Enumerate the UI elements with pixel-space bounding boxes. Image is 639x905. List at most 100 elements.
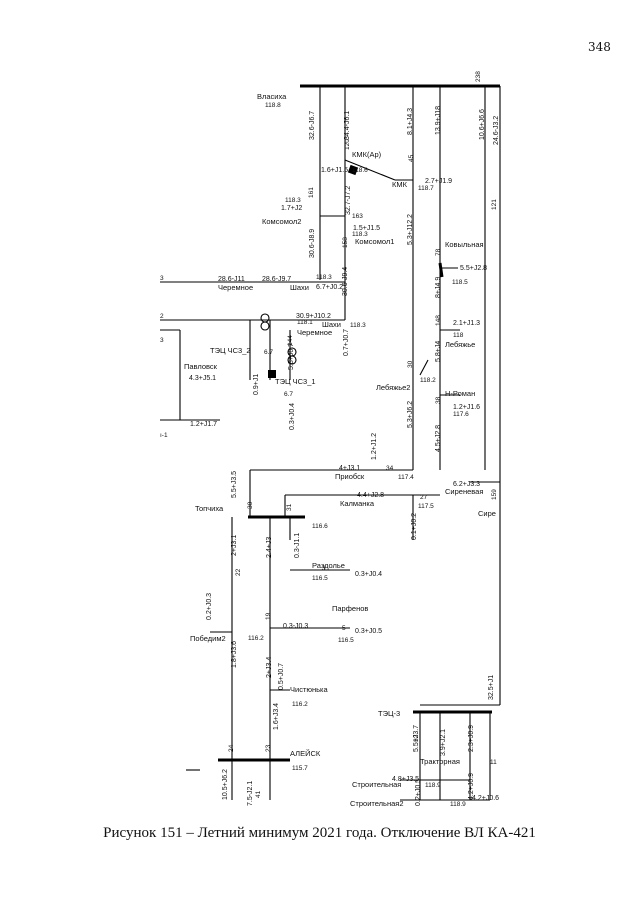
substation-topchikha-name: Топчиха [195,504,224,513]
substation-shakhi2-voltage: 118.1 [297,319,313,326]
substation-razdolye-voltage: 116.5 [312,575,328,582]
line-number: 161 [308,187,315,198]
flow-label: 5.5+J3.5 [231,471,238,498]
flow-label: 5.3+J12.2 [407,214,414,245]
line-number: 24 [228,744,235,752]
flow-label: 30.9+J10.2 [296,313,331,320]
grid-lines [160,86,501,801]
substation-parfenovo-name: Парфенов [332,604,368,613]
substation-lebyazhe-name: Лебяжье [445,340,475,349]
line-number: 159 [491,489,498,500]
substation-shakhi2-name: Шахи [322,320,341,329]
substation-aleysk-voltage: 115.7 [292,765,308,772]
flow-label: 5.5+J2.8 [460,265,487,272]
substation-chistyunka-voltage: 116.2 [292,701,308,708]
flow-label: 5.3+J6.2 [407,401,414,428]
substation-tec3-name: ТЭЦ-3 [378,709,400,718]
edge-label: 3 [160,337,164,344]
flow-label: 2.4+J3 [266,537,273,558]
flow-label: 30.6-J9.4 [342,267,349,296]
substation-tec-chs3-1-voltage-top: 6.7 [264,349,273,356]
flow-label: 1.2+J1.6 [453,404,480,411]
substation-vlasikha-name: Власиха [257,92,287,101]
flow-label: 4+J3.1 [339,465,360,472]
flow-label: 5.8+J4 [435,341,442,362]
flow-label: 6.7+J0.2 [316,284,343,291]
flow-label: 28.6-J9.7 [262,276,291,283]
line-number: 238 [475,71,482,82]
substation-n-roman-voltage: 117.6 [453,411,469,418]
substation-pobeda2-voltage: 116.2 [248,635,264,642]
line-number: 31 [286,503,293,511]
edge-label: 2 [160,313,164,320]
flow-label: 28.6-J11 [218,276,245,283]
flow-label: 0.7+J0.7 [343,329,350,356]
substation-priobsk-voltage: 117.4 [398,474,414,481]
flow-label: 0.9+J1 [253,374,260,395]
flow-label: 3.9+J2.1 [440,729,447,756]
flow-label: 32.5+J1 [488,675,495,700]
transformer-cheremnoe [260,313,270,323]
flow-label: 1.8+J3.6 [231,641,238,668]
substation-lebyazhe-voltage: 118 [453,332,464,339]
substation-komsomol1-name: Комсомол1 [355,237,394,246]
substation-vlasikha-voltage: 118.8 [265,102,281,109]
edge-label: ı-1 [160,432,168,439]
flow-label: 4.3+J5.1 [189,375,216,382]
flow-label: 2.1+J1.3 [453,320,480,327]
breaker-tec [268,370,276,378]
flow-label: 0.3-J0.3 [283,623,308,630]
substation-shakhi-voltage: 118.3 [316,274,332,281]
line-number: 78 [435,248,442,256]
substation-lebyazhe2-name: Лебяжье2 [376,383,410,392]
substation-shakhi-name: Шахи [290,283,309,292]
flow-label: 6.2+J3.3 [453,481,480,488]
substation-kalmanka-name: Калманка [340,499,375,508]
flow-label: 4.2+J0.9 [468,773,475,800]
substation-tec-chs3-1-name: ТЭЦ ЧС3_1 [275,377,316,386]
flow-label: 24.6-J3.2 [493,116,500,145]
line-number: 45 [408,154,415,162]
line-number: 120 [344,139,351,150]
flow-label: 1.5+J1.5 [353,225,380,232]
substation-priobsk-name: Приобск [335,472,365,481]
flow-label: 0.2+J0.3 [206,593,213,620]
line-number: 30 [407,360,414,368]
flow-label: 0.3+J0.4 [355,571,382,578]
substation-n-roman-name: Н-Роман [445,389,475,398]
flow-label: 32.6-J6.7 [309,111,316,140]
flow-label: 2.7+J1.9 [425,178,452,185]
flow-label: 0.5+J0.7 [278,663,285,690]
flow-label: 4.2+J0.6 [472,795,499,802]
substation-pavlovsk-name: Павловск [184,362,218,371]
flow-label: 7.5-J2.1 [247,781,254,806]
substation-kmk-voltage: 118.7 [418,185,434,192]
substation-aleysk-name: АЛЕЙСК [290,749,321,758]
line-number: 32 [413,734,420,742]
substation-kmk-ap-name: КМК(Ар) [352,150,382,159]
line-number: 163 [352,213,363,220]
substation-tec-chs3-1-voltage: 6.7 [284,391,293,398]
substation-cheremnoe-name: Черемное [218,283,253,292]
substation-tec-chs3-2-name: ТЭЦ ЧС3_2 [210,346,251,355]
flow-label: 0.3+J0.5 [355,628,382,635]
line-number: 23 [265,744,272,752]
flow-label: 10.5+J6.2 [222,769,229,800]
page-number: 348 [588,40,611,54]
line-number: 30 [247,501,254,509]
substation-komsomol2-voltage: 118.3 [285,197,301,204]
flow-label: 4.4+J2.8 [357,492,384,499]
line-number: 144 [287,335,294,346]
substation-kovylnaya-voltage: 118.5 [452,279,468,286]
substation-kmk-ap-voltage: 118.6 [352,167,368,174]
line-number: 3 [322,565,326,572]
line-number: 41 [255,790,262,798]
flow-label: 1.6+J1.5 [321,167,348,174]
figure-caption: Рисунок 151 – Летний минимум 2021 года. … [103,825,536,841]
flow-label: 1.2+J1.7 [190,421,217,428]
flow-label: 2.3+J0.9 [468,725,475,752]
line-number: 148 [435,315,442,326]
flow-label: 5.8+J6.7 [288,343,295,370]
edge-label: 3 [160,275,164,282]
